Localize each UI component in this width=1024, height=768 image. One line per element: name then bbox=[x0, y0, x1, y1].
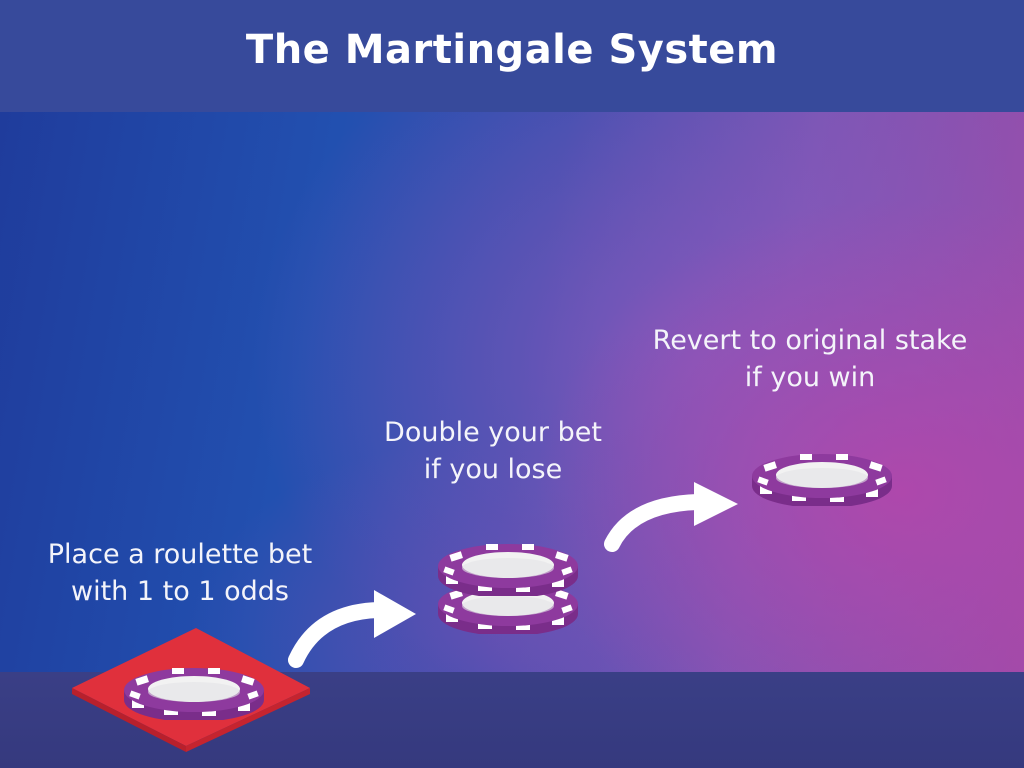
step-3-line-1: Revert to original stake bbox=[652, 325, 968, 356]
step-2-line-2: if you lose bbox=[423, 454, 563, 485]
curved-arrow-icon bbox=[288, 590, 416, 668]
page-title: The Martingale System bbox=[245, 27, 779, 73]
curved-arrow-icon bbox=[604, 482, 738, 552]
casino-chip-icon bbox=[124, 668, 264, 720]
step-2-caption: Double your bet if you lose bbox=[358, 414, 628, 488]
scene-background: Place a roulette bet with 1 to 1 odds Do… bbox=[0, 112, 1024, 768]
step-1-line-1: Place a roulette bet bbox=[47, 539, 313, 570]
casino-chip-icon bbox=[438, 544, 578, 596]
casino-chip-icon bbox=[752, 454, 892, 506]
step-1-caption: Place a roulette bet with 1 to 1 odds bbox=[20, 536, 340, 610]
illustration bbox=[72, 454, 892, 752]
step-3-caption: Revert to original stake if you win bbox=[620, 322, 1000, 396]
step-1-line-2: with 1 to 1 odds bbox=[71, 576, 289, 607]
step-3-line-2: if you win bbox=[744, 362, 876, 393]
step-2-line-1: Double your bet bbox=[384, 417, 602, 448]
header-bar: The Martingale System bbox=[0, 0, 1024, 112]
